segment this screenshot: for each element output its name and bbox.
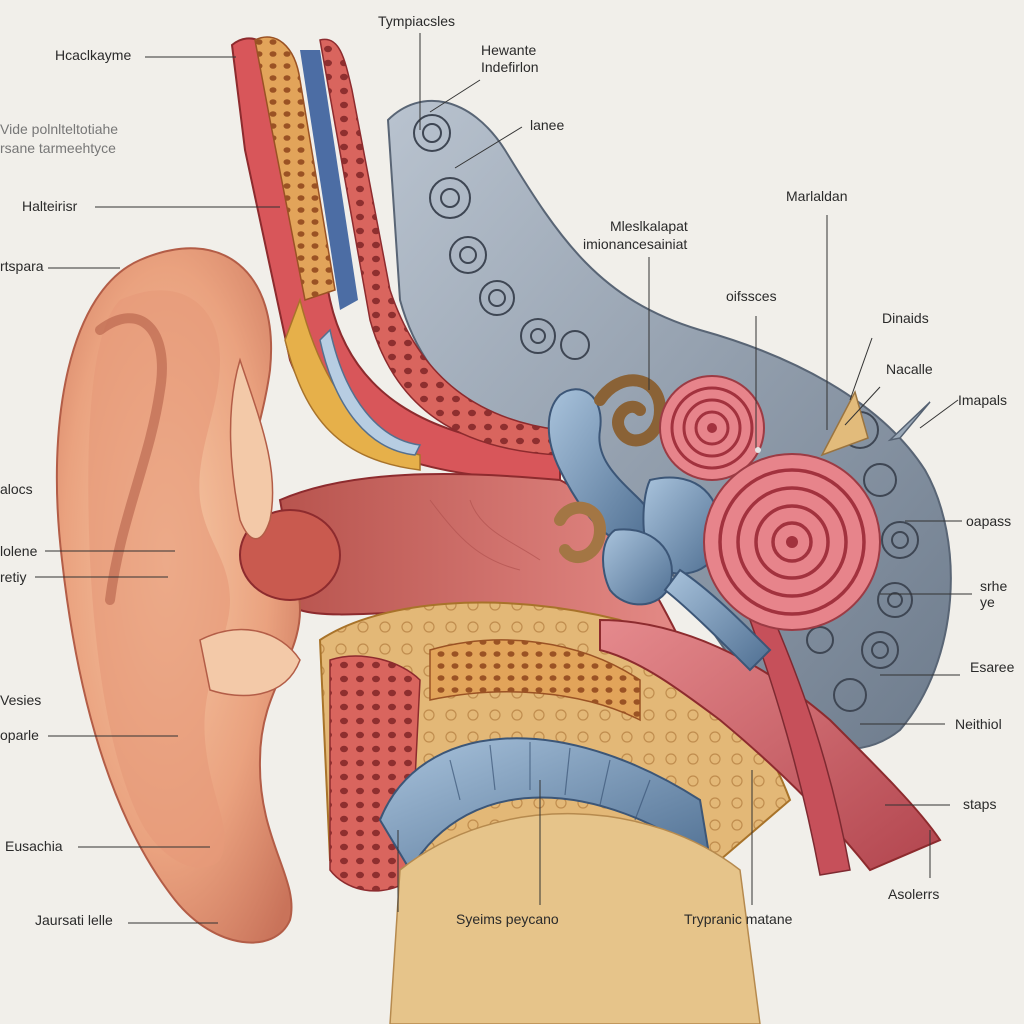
label-vesies: Vesies [0,692,42,708]
label-esaree: Esaree [970,659,1015,675]
label-nacalle: Nacalle [886,361,933,377]
label-staps: staps [963,796,997,812]
label-retiy: retiy [0,569,27,585]
label-ye: ye [980,594,995,610]
label-vide-line2: rsane tarmeehtyce [0,140,116,156]
label-srhe: srhe [980,578,1008,594]
label-eusachia: Eusachia [5,838,63,854]
label-rtspara: rtspara [0,258,44,274]
label-imapals: Imapals [958,392,1008,408]
label-neithiol: Neithiol [955,716,1002,732]
label-hewante: Hewante [481,42,537,58]
label-vide-line1: Vide polnlteltotiahe [0,121,119,137]
label-syeims-peycano: Syeims peycano [456,911,559,927]
label-oifssces: oifssces [726,288,777,304]
label-tympiacsles: Tympiacsles [378,13,456,29]
label-mleslkalapat: Mleslkalapat [610,218,688,234]
label-indefirlon: Indefirlon [481,59,539,75]
label-trypranic-matane: Trypranic matane [684,911,793,927]
label-imionancesainiat: imionancesainiat [583,236,688,252]
label-halteirisr: Halteirisr [22,198,78,214]
label-lanee: lanee [530,117,565,133]
label-asolerrs: Asolerrs [888,886,940,902]
label-marlaldan: Marlaldan [786,188,848,204]
label-oapass: oapass [966,513,1012,529]
label-dinaids: Dinaids [882,310,929,326]
label-jaursati-lelle: Jaursati lelle [35,912,113,928]
label-lolene: lolene [0,543,38,559]
label-hcaclkayme: Hcaclkayme [55,47,132,63]
label-alocs: alocs [0,481,33,497]
label-oparle: oparle [0,727,39,743]
